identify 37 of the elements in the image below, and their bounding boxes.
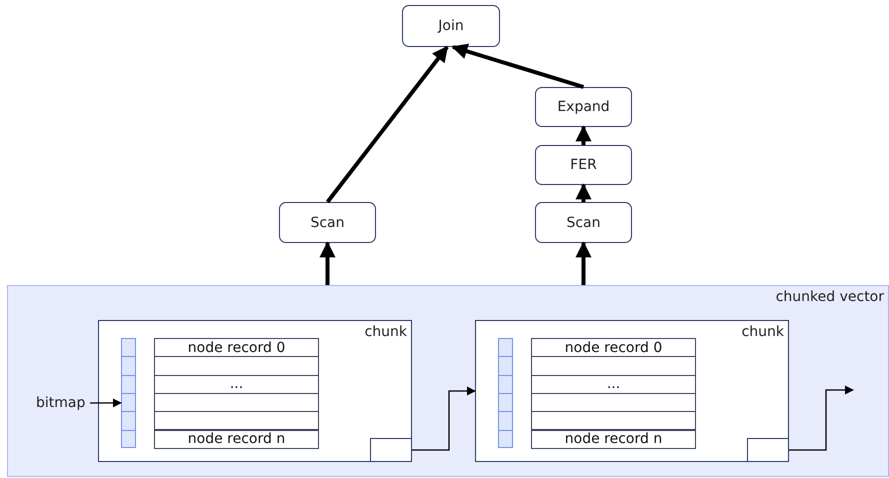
record-row: node record n [531, 430, 696, 449]
record-row [154, 356, 319, 376]
arrow [326, 46, 449, 204]
operator-box: Expand [535, 87, 632, 127]
operator-box: Scan [279, 202, 376, 243]
chunk-label: chunk [364, 324, 407, 340]
bitmap-column [498, 338, 513, 448]
bitmap-label: bitmap [36, 393, 90, 413]
record-row: ... [154, 374, 319, 394]
arrow [320, 241, 336, 285]
record-row [531, 411, 696, 430]
record-row [154, 411, 319, 430]
chunk-box [475, 320, 789, 462]
arrow [576, 125, 592, 145]
operator-box: Scan [535, 202, 632, 243]
arrow [451, 44, 584, 89]
next-pointer-box [370, 438, 412, 462]
arrow [789, 386, 854, 451]
bitmap-column [121, 338, 136, 448]
record-row [531, 356, 696, 376]
arrow [576, 183, 592, 202]
chunk-label: chunk [742, 324, 784, 340]
arrow [576, 241, 592, 285]
record-row: node record 0 [531, 338, 696, 358]
record-row [531, 392, 696, 412]
arrow [90, 398, 122, 408]
panel-title: chunked vector [776, 289, 884, 305]
chunk-box [98, 320, 412, 462]
chunked-vector-panel [7, 285, 889, 477]
record-row [154, 392, 319, 412]
arrow [412, 386, 476, 451]
next-pointer-box [747, 438, 789, 462]
operator-box: Join [402, 5, 500, 47]
operator-box: FER [535, 145, 632, 185]
record-row: ... [531, 374, 696, 394]
record-row: node record n [154, 430, 319, 449]
record-row: node record 0 [154, 338, 319, 358]
